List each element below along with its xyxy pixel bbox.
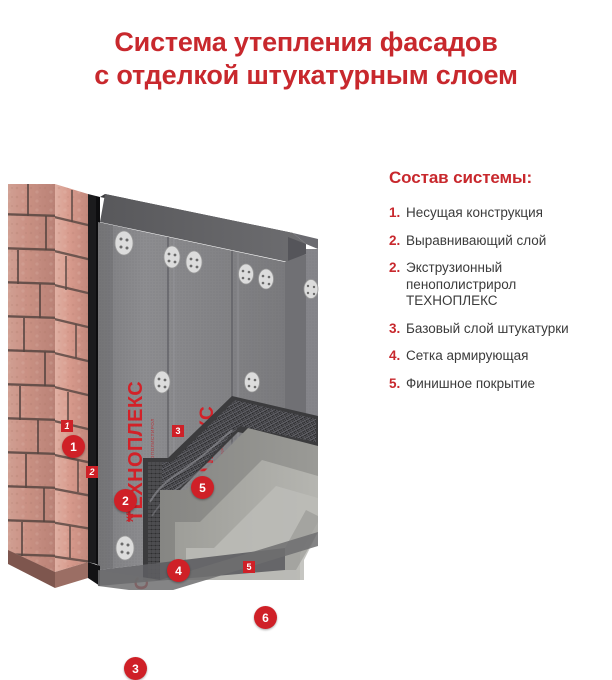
list-item-number: 3. <box>389 320 401 336</box>
legend-list: 1. Несущая конструкция 2. Выравнивающий … <box>389 205 604 392</box>
list-item-number: 2. <box>389 232 401 248</box>
fastener-anchor <box>163 245 181 269</box>
callout-badge-3[interactable]: 3 <box>124 657 147 680</box>
render-cutaway-group <box>98 396 318 586</box>
fastener-anchor <box>115 400 133 424</box>
list-item-line: Выравнивающий слой <box>406 232 547 248</box>
list-item-text: Базовый слой штукатурки <box>406 321 604 338</box>
fastener-anchor <box>185 250 203 274</box>
reinforcing-mesh-strip <box>148 462 162 580</box>
layer-marker-1[interactable]: 1 <box>61 420 73 432</box>
fastener-anchor <box>238 263 254 285</box>
fastener-anchor <box>153 370 171 394</box>
layer-marker-2[interactable]: 2 <box>86 466 98 478</box>
assembly-bottom-edge <box>8 532 318 590</box>
list-item-line: Финишное покрытие <box>406 375 536 391</box>
list-item-text: Выравнивающий слой <box>406 233 604 250</box>
layer-marker-3[interactable]: 3 <box>172 425 184 437</box>
system-composition-legend: Состав системы: 1. Несущая конструкция 2… <box>389 168 604 403</box>
list-item-line: пенополистрирол <box>406 276 517 292</box>
layer-marker-5[interactable]: 5 <box>243 561 255 573</box>
infographic-page: Система утепления фасадов с отделкой шту… <box>0 26 612 680</box>
list-item: 2. Выравнивающий слой <box>389 233 604 250</box>
callout-badge-6[interactable]: 6 <box>254 606 277 629</box>
fastener-group <box>114 230 319 561</box>
list-item-number: 2. <box>389 260 401 275</box>
callout-badge-1[interactable]: 1 <box>62 435 85 458</box>
fastener-anchor <box>115 535 135 561</box>
list-item-number: 4. <box>389 348 401 363</box>
list-item-number: 5. <box>389 375 401 391</box>
brick-wall-layer <box>8 184 88 572</box>
brand-text: ТЕХНОПЛЕКС <box>125 381 147 522</box>
list-item-line: Несущая конструкция <box>406 205 543 220</box>
callout-badge-5[interactable]: 5 <box>191 476 214 499</box>
list-item: 3. Базовый слой штукатурки <box>389 321 604 338</box>
list-item-line: Сетка армирующая <box>406 348 529 363</box>
legend-heading: Состав системы: <box>389 168 533 187</box>
brand-xps-text: XPS <box>125 503 135 522</box>
callout-badge-2[interactable]: 2 <box>114 489 137 512</box>
list-item-text: Несущая конструкция <box>406 205 604 222</box>
callout-badge-4[interactable]: 4 <box>167 559 190 582</box>
fastener-anchor <box>244 371 260 393</box>
page-title: Система утепления фасадов с отделкой шту… <box>0 26 612 92</box>
list-item: 5. Финишное покрытие <box>389 376 604 393</box>
fastener-anchor <box>258 268 274 290</box>
page-title-line-2: с отделкой штукатурным слоем <box>94 60 518 90</box>
list-item-line: Экструзионный <box>406 260 503 275</box>
list-item: 1. Несущая конструкция <box>389 205 604 222</box>
list-item-text: Экструзионный пенополистрирол ТЕХНОПЛЕКС <box>406 260 604 310</box>
list-item-text: Сетка армирующая <box>406 348 604 365</box>
wall-assembly-diagram: ТЕХНОПЛЕКС ЭКСТРУЗИОННЫЙ ПЕНОПОЛИСТИРОЛ … <box>0 150 380 680</box>
list-item: 4. Сетка армирующая <box>389 348 604 365</box>
list-item-line: ТЕХНОПЛЕКС <box>406 293 498 308</box>
list-item-line: Базовый слой штукатурки <box>406 320 569 336</box>
list-item-number: 1. <box>389 205 401 220</box>
fastener-anchor <box>114 230 134 256</box>
page-title-line-1: Система утепления фасадов <box>114 27 498 57</box>
list-item-text: Финишное покрытие <box>406 376 604 393</box>
list-item: 2. Экструзионный пенополистрирол ТЕХНОПЛ… <box>389 260 604 310</box>
fastener-anchor <box>303 279 319 299</box>
